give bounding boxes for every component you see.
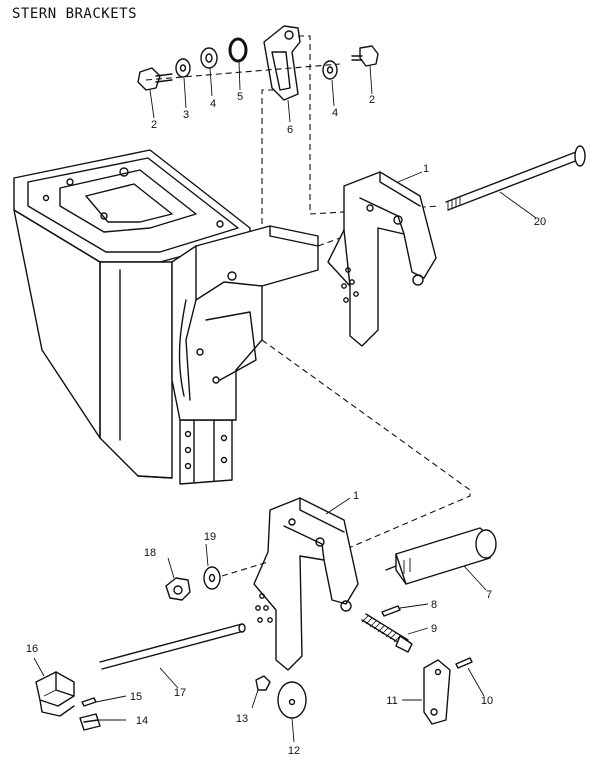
part-number-labels: 2 3 4 5 6 4 2 1 20 1 7 8 9 10 11 12 13 1… [26, 91, 546, 757]
screw-2-right [351, 45, 379, 67]
label-18: 18 [144, 547, 156, 559]
nut-13 [255, 675, 271, 691]
stern-bracket-lower [253, 497, 359, 671]
label-10: 10 [481, 695, 493, 707]
stern-bracket-upper [327, 171, 437, 347]
screw-2-left [137, 67, 173, 91]
diagram-title: STERN BRACKETS [12, 6, 138, 22]
label-5: 5 [237, 91, 243, 103]
label-17: 17 [174, 687, 186, 699]
label-13: 13 [236, 713, 248, 725]
label-14: 14 [136, 715, 148, 727]
label-7: 7 [486, 589, 492, 601]
label-4-left: 4 [210, 98, 216, 110]
label-15: 15 [130, 691, 142, 703]
label-2-right: 2 [369, 94, 375, 106]
label-20: 20 [534, 216, 546, 228]
label-6: 6 [287, 124, 293, 136]
washer-4-right [322, 60, 338, 80]
pin-15 [81, 697, 97, 707]
pin-10 [455, 657, 473, 669]
label-12: 12 [288, 745, 300, 757]
pad-12 [277, 681, 307, 719]
label-3: 3 [183, 109, 189, 121]
washer-4-left [200, 47, 218, 69]
label-2-left: 2 [151, 119, 157, 131]
label-8: 8 [431, 599, 437, 611]
lever-11 [423, 659, 451, 725]
tilt-lock-lever-6 [263, 25, 301, 101]
label-1-upper: 1 [423, 163, 429, 175]
label-4-right: 4 [332, 107, 338, 119]
label-11: 11 [386, 695, 397, 707]
label-1-lower: 1 [353, 490, 359, 502]
exhaust-housing-adapter [13, 149, 319, 485]
label-9: 9 [431, 623, 437, 635]
tilt-rod-17 [99, 623, 246, 670]
pin-8 [381, 605, 401, 617]
leader-lines [33, 61, 537, 743]
clip-14 [79, 713, 101, 731]
label-16: 16 [26, 643, 38, 655]
locknut-18 [165, 577, 191, 601]
washer-3 [175, 58, 191, 78]
washer-19 [203, 566, 221, 590]
spring-9 [361, 613, 413, 653]
tilt-tube-bolt-20 [445, 145, 586, 211]
lock-ring-5 [228, 37, 248, 63]
label-19: 19 [204, 531, 216, 543]
support-bracket-16 [35, 671, 75, 717]
thrust-rod-cylinder-7 [385, 527, 497, 585]
